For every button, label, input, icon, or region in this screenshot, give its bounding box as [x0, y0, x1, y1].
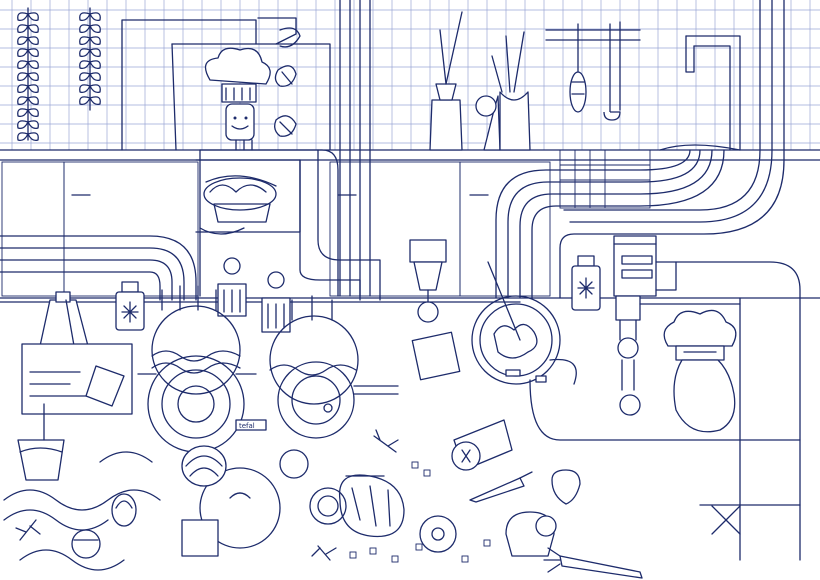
squash: [338, 474, 405, 538]
range-hood: [195, 149, 339, 297]
spice-bottle-right: [571, 255, 601, 311]
pipe-bundle-left: [0, 235, 197, 301]
jelly-cup: [17, 403, 65, 481]
pot-label: tefal: [235, 419, 267, 431]
pipe-bundle-right: [495, 0, 785, 299]
ice-cream-cup: [505, 511, 557, 557]
flat-lid: [199, 467, 281, 549]
cookie-pan: [279, 449, 385, 525]
flower-cutout: [419, 515, 457, 553]
right-counter: [529, 261, 801, 561]
whole-onion: [181, 445, 227, 487]
pepper-shakers: [217, 257, 291, 333]
chef-figure: [121, 17, 331, 151]
utensil-rail: [545, 21, 641, 121]
oil-bottle: [409, 239, 447, 323]
leaf-sprig-bottom: [15, 429, 399, 561]
blender: [613, 235, 677, 416]
vase-right: [475, 31, 531, 151]
vase-left: [429, 11, 463, 151]
hanging-herb-left: [17, 7, 39, 142]
pot-right: [269, 295, 399, 439]
salad-bowl: [471, 261, 577, 385]
tile-wall-grid: [0, 0, 820, 150]
chef-hat-bag: [663, 309, 737, 433]
strawberry: [551, 469, 581, 505]
cutting-board-left: [21, 343, 133, 415]
scattered-confetti: [349, 461, 491, 563]
bread-loaf: [451, 419, 513, 471]
pot-left: [137, 285, 257, 453]
pot-label-text: tefal: [239, 422, 255, 430]
spice-bottle-left: [115, 281, 145, 331]
tomato-slice: [71, 529, 101, 559]
wavy-noodles: [3, 451, 161, 571]
faucet: [659, 35, 741, 151]
hanging-herb-right: [79, 7, 101, 111]
pipe-bundle-vertical: [299, 0, 381, 301]
knife: [469, 471, 533, 503]
grid-panel-right: [559, 149, 651, 209]
bow-tie: [711, 505, 741, 535]
small-onion: [111, 493, 137, 527]
carrot: [543, 547, 643, 579]
tile-squares: [181, 331, 461, 557]
counter-lines: [0, 149, 820, 303]
